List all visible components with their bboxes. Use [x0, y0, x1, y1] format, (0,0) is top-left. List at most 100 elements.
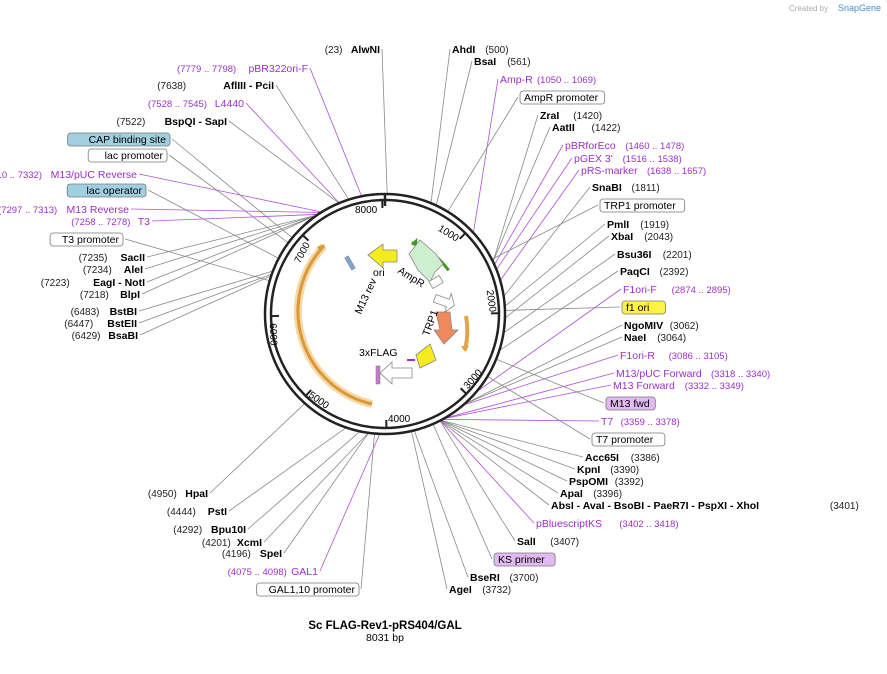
- site-label-56: pBluescriptKS(3402 .. 3418): [536, 518, 679, 530]
- trp1-promoter-shape: [432, 292, 455, 314]
- enzyme-position: (2201): [663, 250, 692, 261]
- site-label-31: AatII(1422): [552, 122, 620, 134]
- site-label-26: AhdI(500): [452, 44, 509, 56]
- leader-line: [500, 169, 580, 280]
- leader-line: [228, 120, 339, 203]
- site-label-25: GAL1,10 promoter: [256, 582, 360, 597]
- site-label-18: BsaBI(6429): [72, 330, 138, 342]
- leader-line: [263, 433, 368, 543]
- enzyme-name: PmlI: [607, 219, 629, 231]
- leader-line: [504, 253, 616, 333]
- leader-line: [493, 126, 551, 261]
- leader-line: [124, 238, 269, 281]
- leader-line: [151, 214, 317, 222]
- tick-label-2000: 2000: [484, 289, 498, 313]
- site-label-11: T3 promoter: [49, 232, 124, 247]
- enzyme-position: (3390): [610, 465, 639, 476]
- enzyme-position: (2392): [660, 267, 689, 278]
- enzyme-position: (6447): [64, 319, 93, 330]
- leader-line: [245, 102, 339, 203]
- leader-line: [209, 403, 305, 494]
- site-label-7: M13/pUC Reverse(7310 .. 7332): [0, 169, 137, 181]
- label-box: [591, 432, 666, 447]
- enzyme-name: BstBI: [110, 306, 138, 318]
- enzyme-position: (4292): [173, 525, 202, 536]
- leader-line: [447, 96, 519, 212]
- feature-name: F1ori-R: [620, 350, 655, 362]
- enzyme-name: PspOMI: [569, 476, 608, 488]
- feature-position: (3359 .. 3378): [621, 417, 680, 428]
- site-label-44: NaeI(3064): [624, 332, 686, 344]
- enzyme-position: (1919): [640, 220, 669, 231]
- label-box: [49, 232, 124, 247]
- label-box: [605, 396, 656, 411]
- leader-line: [381, 48, 388, 194]
- tick-label-6000: 6000: [267, 323, 279, 346]
- trp1-arrow-shape: [433, 311, 459, 345]
- leader-line: [146, 216, 314, 283]
- enzyme-position: (6483): [71, 307, 100, 318]
- enzyme-position: (1811): [632, 183, 660, 194]
- site-label-32: pBRforEco(1460 .. 1478): [565, 140, 684, 152]
- leader-line: [436, 60, 473, 205]
- enzyme-position: (7522): [116, 117, 145, 128]
- leader-line: [466, 336, 623, 404]
- site-label-12: SacII(7235): [79, 252, 145, 264]
- 3xflag-shape: [375, 365, 381, 385]
- site-label-55: AbsI - AvaI - BsoBI - PaeR7I - PspXI - X…: [551, 500, 859, 512]
- enzyme-name: EagI - NotI: [93, 277, 145, 289]
- enzyme-name: AbsI - AvaI - BsoBI - PaeR7I - PspXI - X…: [551, 500, 759, 512]
- leader-line: [479, 288, 622, 391]
- box-label: lac promoter: [105, 150, 164, 162]
- box-label: lac operator: [87, 185, 143, 197]
- site-label-46: M13/pUC Forward(3318 .. 3340): [616, 368, 770, 380]
- created-by-text: Created by: [789, 4, 828, 13]
- site-label-38: XbaI(2043): [611, 231, 673, 243]
- box-label: TRP1 promoter: [604, 200, 676, 212]
- feature-name: GAL1: [291, 566, 318, 578]
- big-arc: [296, 244, 373, 406]
- feature-name: M13 Forward: [613, 380, 675, 392]
- enzyme-position: (7234): [83, 265, 112, 276]
- label-box: [66, 183, 147, 198]
- leader-line: [465, 354, 619, 405]
- label-box: [599, 198, 686, 213]
- enzyme-name: AlwNI: [351, 44, 380, 56]
- enzyme-position: (4196): [222, 549, 251, 560]
- feature-position: (7258 .. 7278): [71, 217, 130, 228]
- leader-line: [493, 114, 539, 261]
- tick-marks: [271, 193, 500, 429]
- tick-mark: [459, 232, 467, 240]
- site-label-2: AflIII - PciI(7638): [157, 80, 274, 92]
- leader-line: [247, 431, 360, 530]
- leader-line: [500, 270, 619, 351]
- site-label-42: f1 ori: [621, 300, 666, 315]
- feature-position: (1638 .. 1657): [647, 166, 706, 177]
- site-label-41: F1ori-F(2874 .. 2895): [623, 284, 731, 296]
- site-label-9: M13 Reverse(7297 .. 7313): [0, 204, 129, 216]
- leader-line: [441, 420, 576, 470]
- ampr-promoter-shape: [428, 274, 444, 290]
- enzyme-position: (1420): [573, 111, 602, 122]
- enzyme-name: SalI: [517, 536, 536, 548]
- enzyme-name: SpeI: [260, 548, 282, 560]
- leader-line: [138, 271, 272, 312]
- feature-name: T7: [601, 416, 613, 428]
- site-label-57: SalI(3407): [517, 536, 579, 548]
- box-label: f1 ori: [626, 302, 649, 314]
- site-label-24: GAL1(4075 .. 4098): [228, 566, 319, 578]
- leader-line: [442, 420, 584, 458]
- enzyme-position: (23): [325, 45, 343, 56]
- leader-line: [444, 418, 600, 422]
- box-label: CAP binding site: [89, 134, 167, 146]
- site-label-48: M13 fwd: [605, 396, 656, 411]
- enzyme-name: BstEII: [107, 318, 137, 330]
- feature-position: (7779 .. 7798): [177, 64, 236, 75]
- enzyme-name: BsaBI: [108, 330, 138, 342]
- enzyme-position: (7235): [79, 253, 108, 264]
- site-label-4: BspQI - SapI(7522): [116, 116, 227, 128]
- leader-line: [496, 157, 573, 269]
- leader-line: [360, 434, 375, 590]
- inner-label-m13rev: M13 rev: [353, 276, 380, 316]
- box-label: AmpR promoter: [524, 92, 599, 104]
